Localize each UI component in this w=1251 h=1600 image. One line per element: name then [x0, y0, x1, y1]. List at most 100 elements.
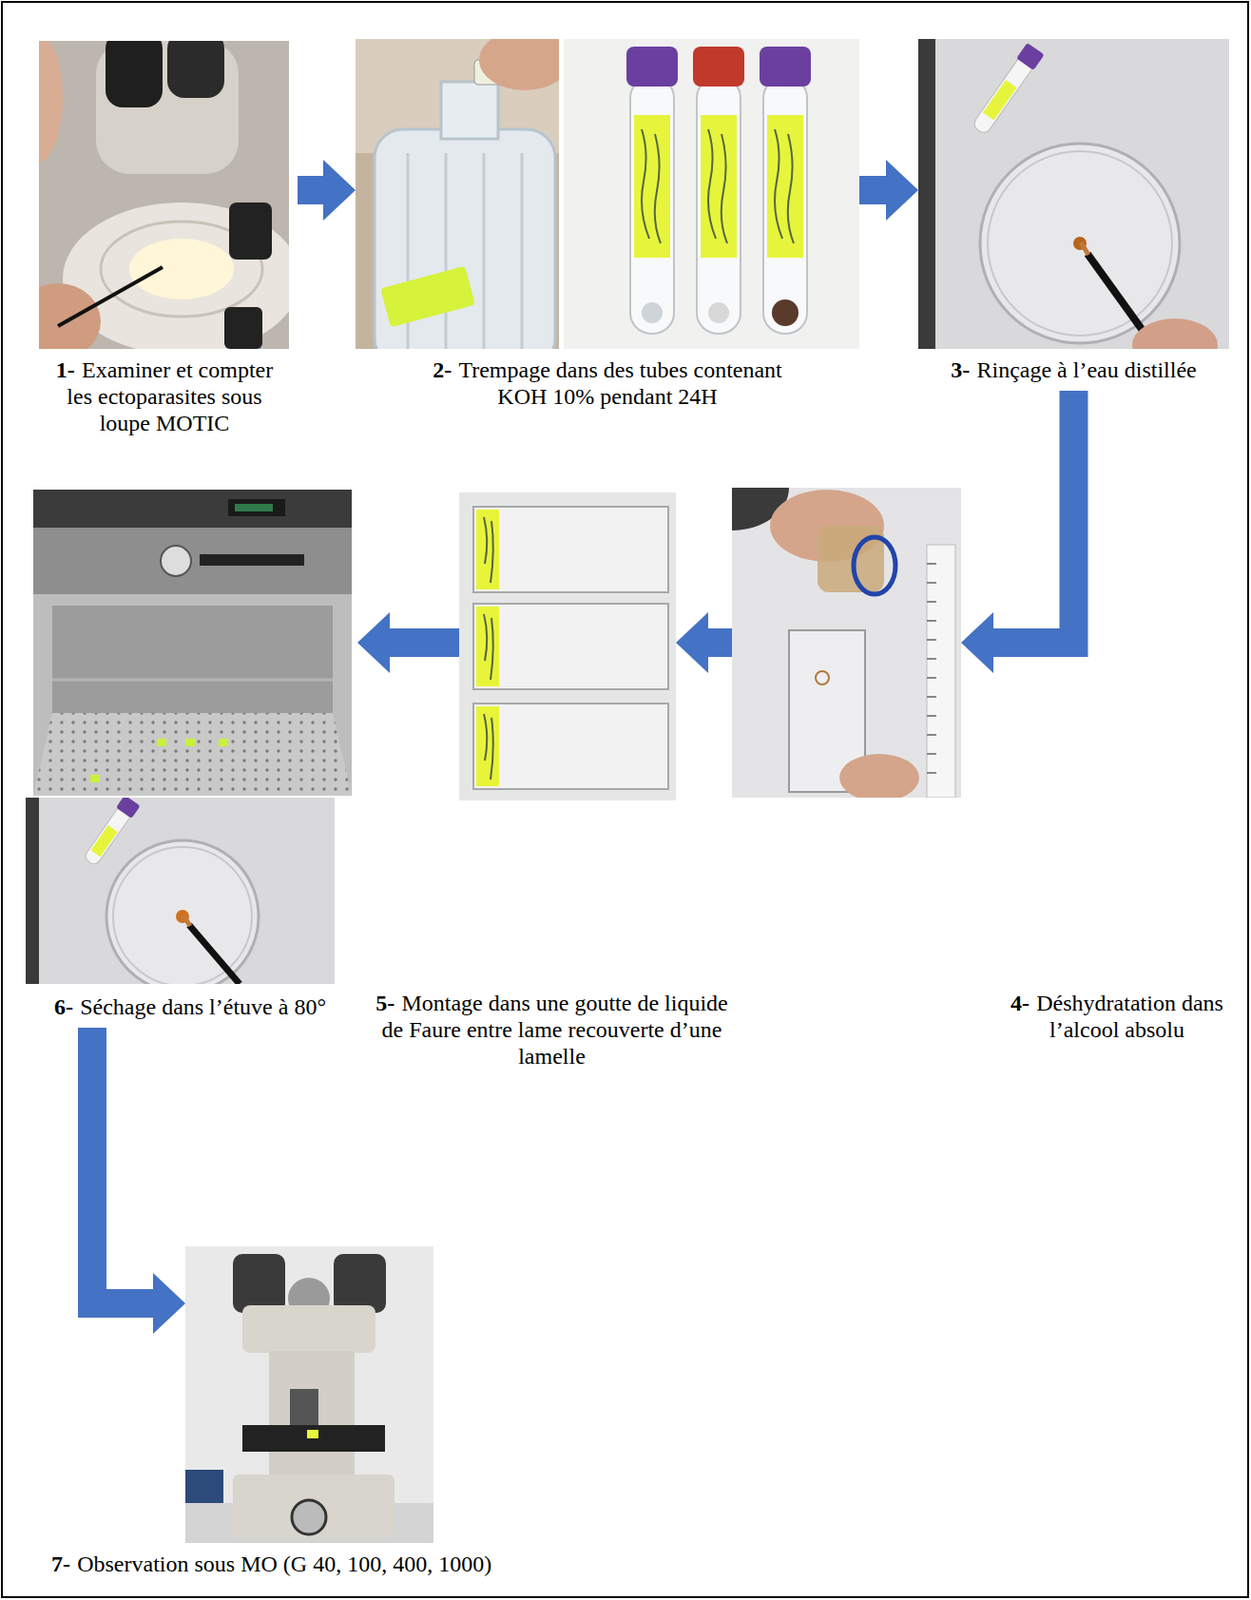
photo-detail	[479, 29, 571, 91]
photo-detail	[333, 1253, 386, 1313]
step-text: Séchage dans l’étuve à 80°	[79, 994, 327, 1020]
photo-detail	[634, 115, 671, 258]
step-caption: 7-Observation sous MO (G 40, 100, 400, 1…	[51, 1550, 622, 1578]
photo-detail	[774, 129, 794, 244]
photo-detail	[115, 794, 141, 819]
photo-detail	[459, 492, 676, 801]
photo-detail	[199, 554, 305, 566]
photo-detail	[90, 825, 117, 857]
photo-detail	[815, 671, 829, 685]
photo-detail	[57, 267, 163, 327]
photo-detail	[473, 603, 669, 690]
photo-detail	[167, 31, 225, 98]
step-number: 5-	[375, 990, 395, 1016]
step-text: Observation sous MO (G 40, 100, 400, 100…	[76, 1551, 492, 1577]
photo-detail	[33, 712, 352, 796]
step-caption: 1-Examiner et compter les ectoparasites …	[45, 356, 284, 437]
photo-detail	[242, 1305, 376, 1353]
photo-detail	[33, 489, 352, 796]
flow-arrow	[859, 159, 919, 221]
step-box: 3-Rinçage à l’eau distillée	[918, 38, 1230, 391]
oven-photo	[33, 489, 352, 796]
photo-detail	[444, 153, 448, 353]
photo-detail	[482, 153, 486, 353]
photo-detail	[483, 614, 494, 680]
photo-detail	[563, 38, 860, 349]
photo-detail	[1016, 42, 1044, 71]
step-text: Trempage dans des tubes contenant KOH 10…	[458, 357, 782, 409]
photo-detail	[473, 506, 669, 593]
photo-detail	[229, 202, 272, 260]
photo-detail	[232, 1474, 395, 1538]
step-box: 6-Séchage dans l’étuve à 80°	[22, 489, 358, 1028]
photo-detail	[839, 753, 920, 802]
photo-detail	[987, 151, 1173, 336]
photo-detail	[696, 76, 741, 334]
petri-dish-photo	[918, 38, 1230, 372]
photo-detail	[731, 487, 962, 798]
photo-detail	[234, 503, 273, 512]
tubes-photo	[563, 38, 860, 349]
photo-detail	[918, 38, 1230, 349]
step-box: 5-Montage dans une goutte de liquide de …	[459, 492, 676, 801]
step-box: 1-Examiner et compter les ectoparasites …	[31, 40, 298, 444]
step-box: 4-Déshydratation dans l’alcool absolu	[731, 487, 962, 798]
photo-detail	[81, 794, 141, 867]
photo-detail	[473, 703, 669, 790]
step-number: 3-	[950, 357, 970, 383]
slides-photo	[459, 492, 676, 801]
arrow-shaft	[92, 1027, 154, 1304]
photo-detail	[380, 266, 476, 328]
arrow-head	[357, 612, 390, 674]
step-caption: 6-Séchage dans l’étuve à 80°	[22, 993, 358, 1021]
photo-detail	[476, 706, 500, 787]
photo-detail	[483, 517, 494, 583]
arrow-head	[961, 612, 994, 674]
photo-detail	[90, 774, 100, 783]
step-caption: 4-Déshydratation dans l’alcool absolu	[993, 989, 1241, 1043]
photo-detail	[476, 509, 500, 590]
arrow-shaft	[859, 175, 887, 205]
step-box: 2-Trempage dans des tubes contenant KOH …	[355, 38, 860, 418]
photo-detail	[105, 31, 163, 108]
photo-detail	[483, 713, 494, 780]
photo-detail	[708, 129, 728, 244]
flow-arrow	[675, 612, 732, 674]
photo-detail	[767, 115, 804, 258]
photo-detail	[106, 840, 259, 993]
step-number: 4-	[1010, 990, 1030, 1016]
photo-detail	[708, 302, 730, 324]
photo-detail	[291, 1500, 327, 1535]
photo-detail	[926, 563, 937, 773]
photo-detail	[441, 81, 499, 139]
photo-detail	[853, 537, 896, 595]
photo-detail	[700, 115, 737, 258]
photo-detail	[476, 606, 500, 687]
photo-detail	[1080, 242, 1089, 255]
bottle-photo	[355, 29, 571, 367]
step-number: 2-	[432, 357, 452, 383]
photo-detail	[156, 738, 167, 747]
arrow-head	[153, 1272, 186, 1334]
microscope-photo	[185, 1246, 434, 1543]
photo-detail	[982, 79, 1018, 120]
arrow-head	[885, 159, 919, 221]
photo-detail	[771, 299, 799, 327]
photo-detail	[189, 924, 240, 984]
photo-detail	[641, 302, 663, 324]
photo-detail	[25, 797, 39, 984]
photo-detail	[232, 1253, 286, 1313]
arrow-head	[323, 159, 356, 221]
photo-detail	[129, 238, 234, 300]
arrow-head	[675, 612, 709, 674]
photo-detail	[185, 738, 195, 747]
photo-detail	[269, 1350, 355, 1484]
photo-detail	[289, 1388, 319, 1427]
alcohol-photo	[674, 444, 962, 802]
step-caption: 2-Trempage dans des tubes contenant KOH …	[417, 356, 798, 410]
step-box: 7-Observation sous MO (G 40, 100, 400, 1…	[185, 1246, 434, 1543]
